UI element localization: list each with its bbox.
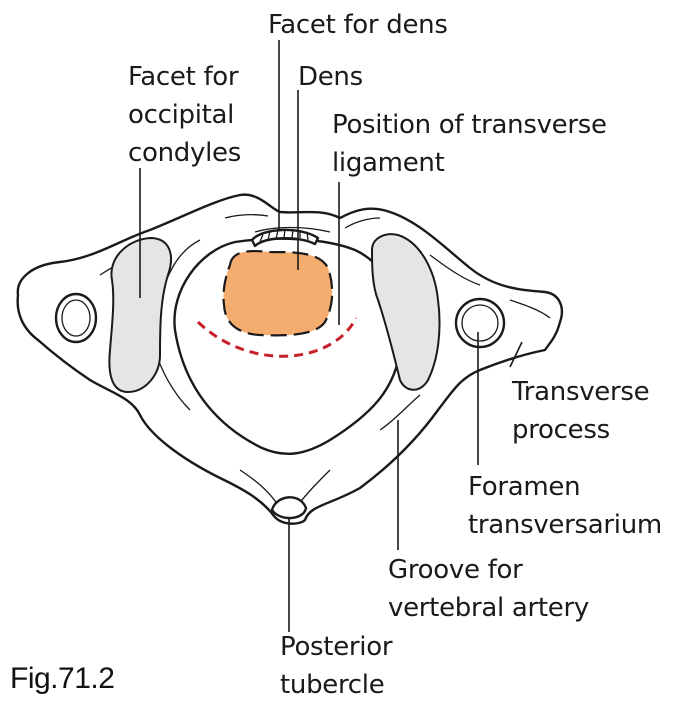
label-facet-occipital-line1: Facet for — [128, 62, 239, 92]
label-posterior-line2: tubercle — [280, 670, 385, 700]
figure-caption: Fig.71.2 — [10, 662, 115, 695]
label-foramen-line1: Foramen — [468, 472, 581, 502]
label-facet-occipital-line2: occipital — [128, 100, 235, 130]
label-groove-line1: Groove for — [388, 555, 523, 585]
facet-for-dens — [250, 228, 320, 248]
left-occipital-facet — [108, 236, 172, 394]
label-transverse-process-line1: Transverse — [512, 377, 650, 407]
label-transverse-ligament-line1: Position of transverse — [332, 110, 607, 140]
label-dens: Dens — [298, 62, 363, 92]
transverse-ligament — [196, 317, 358, 358]
label-posterior-line1: Posterior — [280, 632, 393, 662]
label-facet-for-dens: Facet for dens — [268, 10, 448, 40]
dens — [222, 249, 334, 337]
label-foramen-line2: transversarium — [468, 510, 662, 540]
leader-lines — [139, 40, 523, 632]
label-transverse-process-line2: process — [512, 415, 610, 445]
left-foramen-transversarium — [54, 292, 98, 344]
right-occipital-facet — [370, 233, 441, 391]
posterior-tubercle — [270, 496, 308, 520]
label-groove-line2: vertebral artery — [388, 593, 589, 623]
leader-transverse-process — [509, 341, 523, 368]
label-transverse-ligament-line2: ligament — [332, 148, 445, 178]
label-facet-occipital-line3: condyles — [128, 138, 241, 168]
right-foramen-transversarium — [454, 297, 506, 349]
